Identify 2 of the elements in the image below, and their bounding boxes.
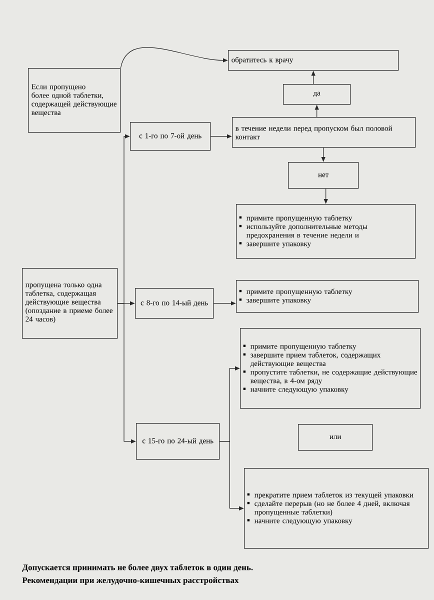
- note-text: Рекомендации при желудочно-кишечных расстройствах: [22, 577, 239, 585]
- note-text: Допускается принимать не более двух таблеток в один день.: [22, 564, 253, 572]
